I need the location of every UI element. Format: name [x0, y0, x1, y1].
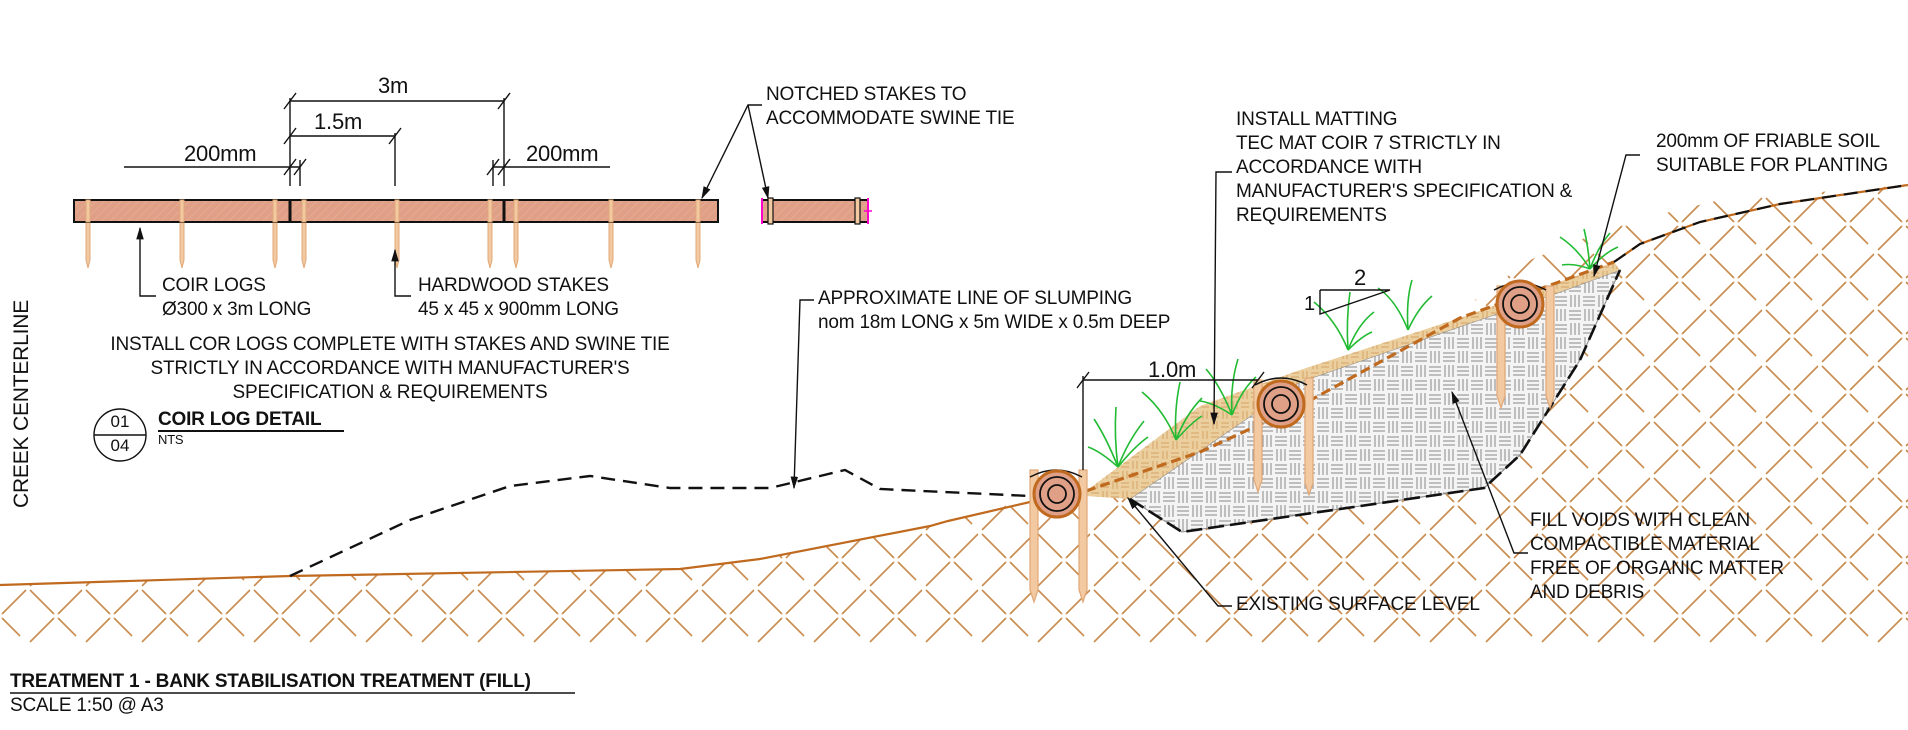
spacing-dimension	[1076, 371, 1265, 470]
coir-log-end-view	[761, 197, 872, 225]
drawing-scale: SCALE 1:50 @ A3	[10, 695, 164, 716]
section-stakes	[1029, 285, 1555, 604]
grass-tuft	[1199, 358, 1257, 416]
section-coir-log-2	[1254, 377, 1308, 429]
dimension-1-0m: 1.0m	[1148, 357, 1197, 382]
grass-plantings	[1087, 228, 1619, 468]
creek-centerline-label: CREEK CENTERLINE	[10, 299, 33, 508]
dimension-3m: 3m	[378, 73, 409, 98]
dimension-200mm-right: 200mm	[526, 141, 599, 166]
detail-reference-bubble	[93, 408, 344, 462]
bank-section	[0, 154, 1908, 730]
grass-tuft	[1377, 279, 1433, 331]
detail-title: COIR LOG DETAIL	[158, 409, 322, 430]
slope-rise-label: 1	[1304, 293, 1315, 315]
grass-tuft	[1559, 228, 1619, 270]
grass-tuft	[1087, 406, 1149, 468]
slope-run-label: 2	[1354, 265, 1367, 290]
slope-ratio-symbol	[1319, 289, 1391, 315]
dimension-1-5m: 1.5m	[314, 109, 363, 134]
sheet-number: 04	[110, 436, 130, 455]
grass-tuft	[1141, 381, 1203, 441]
slumping-line	[289, 468, 1068, 578]
coir-log-install-note: INSTALL COR LOGS COMPLETE WITH STAKES AN…	[110, 334, 670, 403]
detail-number: 01	[110, 412, 130, 431]
existing-surface-line	[0, 494, 1087, 587]
existing-ground	[0, 185, 1908, 650]
existing-surface-callout: EXISTING SURFACE LEVEL	[1236, 594, 1480, 615]
coir-log-detail	[73, 92, 872, 462]
section-coir-log-1	[1029, 469, 1083, 519]
section-coir-log-3	[1493, 279, 1547, 329]
detail-leaders	[136, 104, 770, 297]
dimension-200mm-left: 200mm	[184, 141, 257, 166]
excavation-line	[1129, 269, 1622, 534]
friable-soil-layer	[1086, 262, 1620, 499]
detail-scale: NTS	[158, 432, 184, 447]
grass-tuft	[1313, 291, 1375, 351]
drawing-title: TREATMENT 1 - BANK STABILISATION TREATME…	[10, 671, 531, 692]
detail-dimensions	[124, 92, 610, 186]
section-leaders	[790, 154, 1640, 607]
